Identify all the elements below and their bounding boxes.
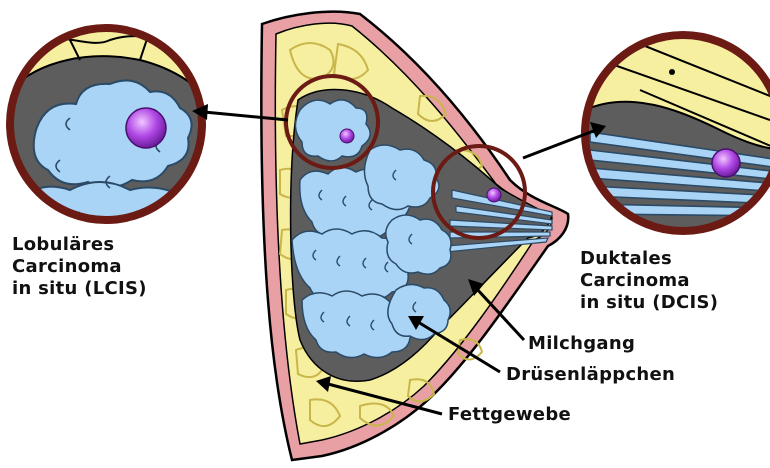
lcis-tumor-small	[340, 129, 354, 143]
lcis-label: Lobuläres Carcinoma in situ (LCIS)	[12, 234, 147, 300]
lcis-label-line-2: Carcinoma	[12, 256, 147, 278]
dcis-label-line-1: Duktales	[580, 248, 718, 270]
dcis-tumor-small	[487, 188, 501, 202]
lcis-magnified-view	[10, 20, 210, 240]
dcis-label-line-2: Carcinoma	[580, 270, 718, 292]
dcis-label-line-3: in situ (DCIS)	[580, 292, 718, 314]
dcis-magnified-view	[585, 35, 770, 240]
lcis-label-line-3: in situ (LCIS)	[12, 278, 147, 300]
dcis-label: Duktales Carcinoma in situ (DCIS)	[580, 248, 718, 314]
lcis-label-line-1: Lobuläres	[12, 234, 147, 256]
druesenlaeppchen-label: Drüsenläppchen	[506, 364, 675, 386]
milchgang-label: Milchgang	[528, 333, 635, 355]
fettgewebe-label: Fettgewebe	[448, 404, 571, 426]
breast-cross-section	[261, 12, 568, 460]
